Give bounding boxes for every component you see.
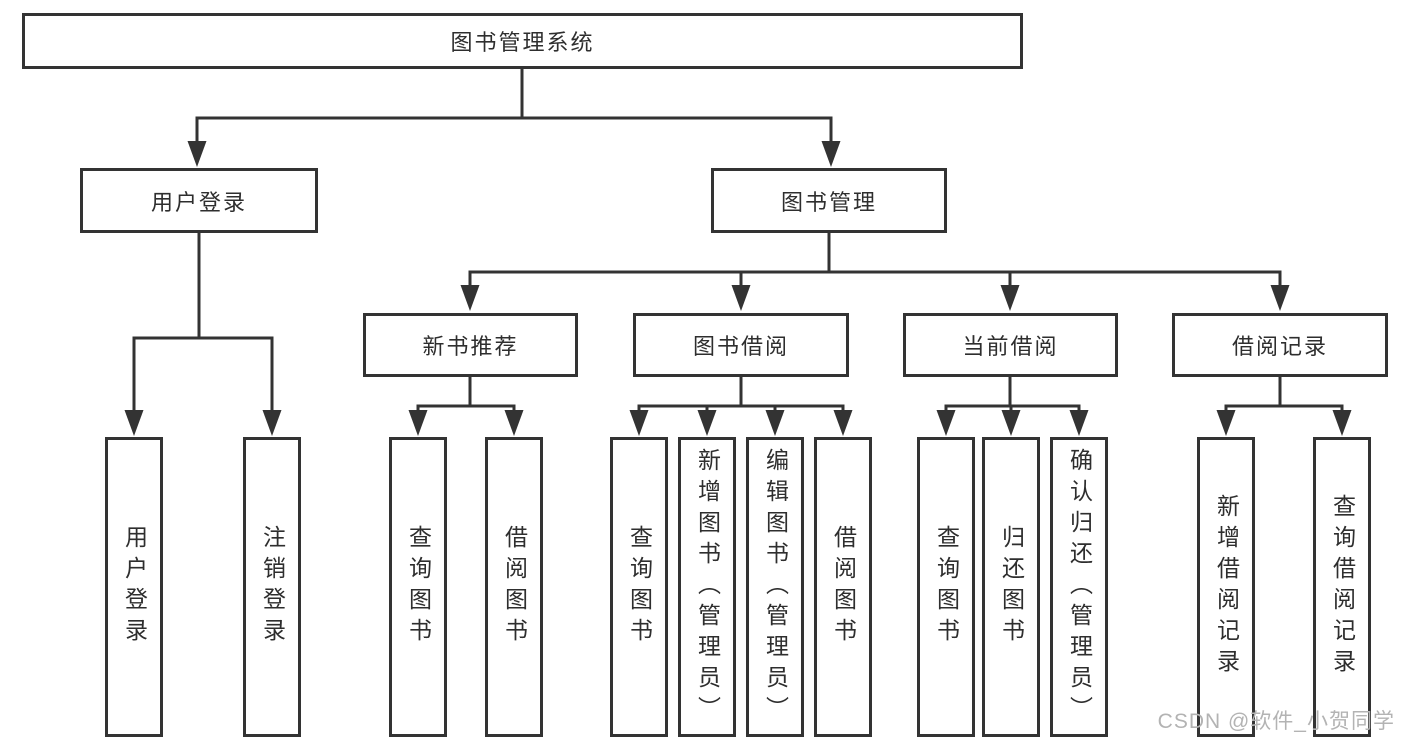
leaf-edit-books-admin: 编辑图书（管理员） [746, 437, 804, 737]
leaf-query-books-current: 查询图书 [917, 437, 975, 737]
node-book-borrow: 图书借阅 [633, 313, 849, 377]
node-borrow-records: 借阅记录 [1172, 313, 1388, 377]
leaf-query-books-recommend: 查询图书 [389, 437, 447, 737]
arrowheads [124, 141, 1352, 436]
leaf-logout: 注销登录 [243, 437, 301, 737]
leaf-add-borrow-record: 新增借阅记录 [1197, 437, 1255, 737]
node-book-management-module: 图书管理 [711, 168, 947, 233]
node-user-login-module: 用户登录 [80, 168, 318, 233]
leaf-query-books-borrow: 查询图书 [610, 437, 668, 737]
leaf-borrow-books: 借阅图书 [814, 437, 872, 737]
node-new-book-recommend: 新书推荐 [363, 313, 578, 377]
leaf-borrow-books-recommend: 借阅图书 [485, 437, 543, 737]
node-library-management-system: 图书管理系统 [22, 13, 1023, 69]
node-current-borrow: 当前借阅 [903, 313, 1118, 377]
leaf-query-borrow-record: 查询借阅记录 [1313, 437, 1371, 737]
leaf-add-books-admin: 新增图书（管理员） [678, 437, 736, 737]
leaf-user-login: 用户登录 [105, 437, 163, 737]
csdn-watermark: CSDN @软件_小贺同学 [1157, 710, 1395, 733]
leaf-confirm-return-admin: 确认归还（管理员） [1050, 437, 1108, 737]
leaf-return-books: 归还图书 [982, 437, 1040, 737]
